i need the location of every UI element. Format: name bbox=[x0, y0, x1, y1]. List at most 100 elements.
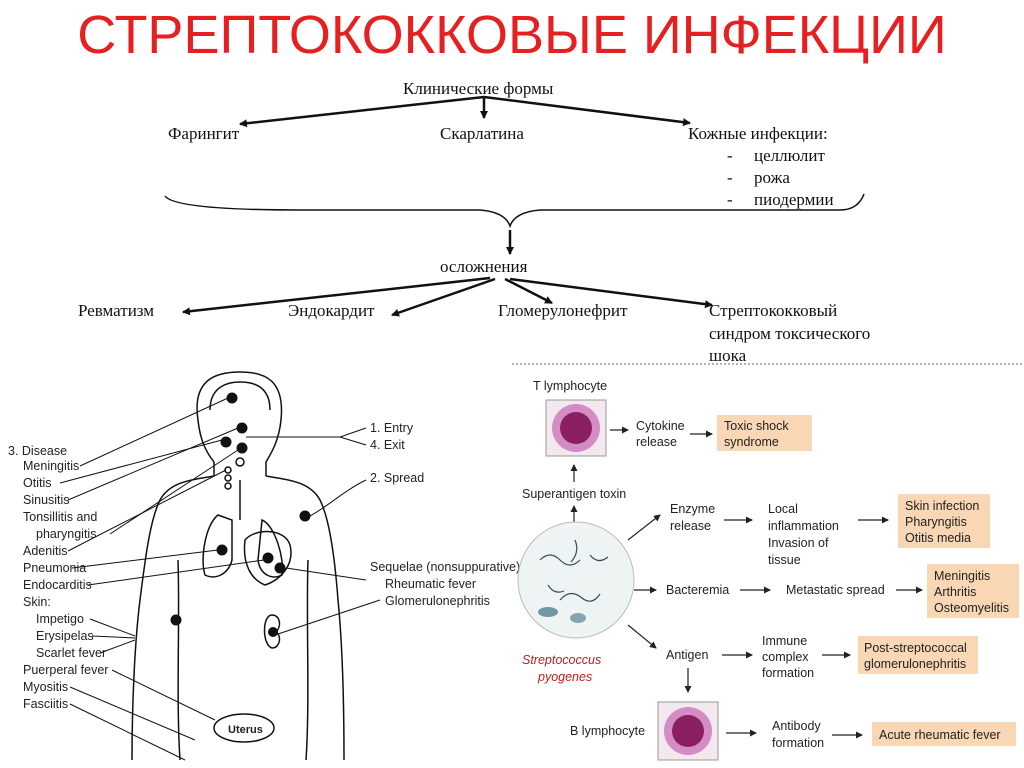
skin-out-2: Pharyngitis bbox=[905, 515, 967, 529]
local-line-4: tissue bbox=[768, 553, 801, 567]
disease-erysipelas: Erysipelas bbox=[36, 629, 94, 643]
arf-box bbox=[872, 722, 1016, 746]
immune-line-2: complex bbox=[762, 650, 809, 664]
organism-line-2: pyogenes bbox=[537, 670, 592, 684]
site-lung bbox=[216, 544, 228, 556]
body-figure bbox=[131, 371, 345, 761]
clinical-forms-label: Клинические формы bbox=[403, 79, 554, 98]
cytokine-line-2: release bbox=[636, 435, 677, 449]
t-cell-nucleus bbox=[560, 412, 592, 444]
disease-adenitis: Adenitis bbox=[23, 544, 67, 558]
toxic-shock-line-1: Toxic shock bbox=[724, 419, 789, 433]
leader-lines-left bbox=[59, 397, 265, 761]
arrow-to-stss bbox=[509, 277, 713, 309]
endocarditis-label: Эндокардит bbox=[288, 301, 375, 320]
tonsil-mark bbox=[235, 457, 245, 467]
superantigen-label: Superantigen toxin bbox=[522, 487, 626, 501]
rheumatic-fever-label: Rheumatic fever bbox=[385, 577, 476, 591]
local-line-1: Local bbox=[768, 502, 798, 516]
organism-line-1: Streptococcus bbox=[522, 653, 601, 667]
disease-header: 3. Disease bbox=[8, 444, 67, 458]
b-cell-nucleus bbox=[672, 715, 704, 747]
mening-out-2: Arthritis bbox=[934, 585, 976, 599]
glomerulonephritis-label: Гломерулонефрит bbox=[498, 301, 628, 320]
bacteria-chains bbox=[539, 539, 609, 602]
disease-tonsillitis: Tonsillitis and bbox=[23, 510, 97, 524]
immune-line-3: formation bbox=[762, 666, 814, 680]
site-heart bbox=[262, 552, 274, 564]
skin-item-erysipelas: рожа bbox=[754, 168, 790, 187]
sequelae-label: Sequelae (nonsuppurative) bbox=[370, 560, 520, 574]
toxic-shock-box bbox=[717, 415, 812, 451]
site-skin bbox=[170, 614, 182, 626]
toxic-shock-line-2: syndrome bbox=[724, 435, 779, 449]
page-title: СТРЕПТОКОККОВЫЕ ИНФЕКЦИИ bbox=[77, 5, 947, 65]
body-labels-right: 1. Entry 4. Exit 2. Spread Sequelae (non… bbox=[370, 421, 520, 608]
disease-fasciitis: Fasciitis bbox=[23, 697, 68, 711]
site-heart-2 bbox=[274, 562, 286, 574]
complications-label: осложнения bbox=[440, 257, 528, 276]
metastatic-label: Metastatic spread bbox=[786, 583, 885, 597]
arrow-to-pharyngitis bbox=[239, 95, 485, 128]
uterus-ellipse bbox=[213, 713, 275, 743]
pharyngitis-label: Фарингит bbox=[168, 124, 240, 143]
disease-impetigo: Impetigo bbox=[36, 612, 84, 626]
arf-label: Acute rheumatic fever bbox=[879, 728, 1001, 742]
disease-otitis: Otitis bbox=[23, 476, 51, 490]
lymph-node-2 bbox=[224, 474, 232, 482]
mening-out-3: Osteomyelitis bbox=[934, 601, 1009, 615]
spread-label: 2. Spread bbox=[370, 471, 424, 485]
glomerulonephritis-label-en: Glomerulonephritis bbox=[385, 594, 490, 608]
cytokine-line-1: Cytokine bbox=[636, 419, 685, 433]
left-torso bbox=[177, 559, 181, 761]
scarlet-label: Скарлатина bbox=[440, 124, 524, 143]
dash-3: - bbox=[727, 190, 733, 209]
kidney-outline bbox=[263, 614, 281, 649]
disease-labels: 3. Disease Meningitis Otitis Sinusitis T… bbox=[8, 444, 108, 711]
stss-line-1: Стрептококковый bbox=[709, 301, 837, 320]
disease-pharyngitis: pharyngitis bbox=[36, 527, 96, 541]
antigen-label: Antigen bbox=[666, 648, 708, 662]
site-spread bbox=[299, 510, 311, 522]
site-ear bbox=[220, 436, 232, 448]
left-arm-outer bbox=[131, 475, 215, 761]
skin-item-cellulitis: целлюлит bbox=[754, 146, 825, 165]
disease-myositis: Myositis bbox=[23, 680, 68, 694]
right-torso bbox=[305, 559, 309, 761]
clinical-scheme: Клинические формы Фарингит Скарлатина Ко… bbox=[78, 79, 870, 365]
enzyme-line-2: release bbox=[670, 519, 711, 533]
disease-skin: Skin: bbox=[23, 595, 51, 609]
skin-out-1: Skin infection bbox=[905, 499, 979, 513]
meningitis-box bbox=[927, 564, 1019, 618]
disease-pneumonia: Pneumonia bbox=[23, 561, 86, 575]
psgn-line-1: Post-streptococcal bbox=[864, 641, 967, 655]
site-nose bbox=[236, 422, 248, 434]
local-line-2: inflammation bbox=[768, 519, 839, 533]
psgn-line-2: glomerulonephritis bbox=[864, 657, 966, 671]
heart-outline bbox=[243, 530, 292, 586]
rheumatism-label: Ревматизм bbox=[78, 301, 154, 320]
skin-item-pyoderma: пиодермии bbox=[754, 190, 834, 209]
dash-1: - bbox=[727, 146, 733, 165]
antibody-line-1: Antibody bbox=[772, 719, 821, 733]
lymph-node-3 bbox=[224, 482, 232, 490]
dash-2: - bbox=[727, 168, 733, 187]
antibody-line-2: formation bbox=[772, 736, 824, 750]
pathogenesis-panel: T lymphocyte Cytokine release Toxic shoc… bbox=[517, 379, 1019, 761]
skin-infections-label: Кожные инфекции: bbox=[688, 124, 828, 143]
site-brain bbox=[226, 392, 238, 404]
local-line-3: Invasion of bbox=[768, 536, 829, 550]
arrow-to-rheumatism bbox=[182, 276, 491, 316]
arrow-to-glomerulonephritis bbox=[504, 277, 553, 305]
t-lymphocyte-label: T lymphocyte bbox=[533, 379, 607, 393]
right-arm-outer bbox=[265, 475, 345, 761]
exit-label: 4. Exit bbox=[370, 438, 405, 452]
disease-sinusitis: Sinusitis bbox=[23, 493, 70, 507]
immune-line-1: Immune bbox=[762, 634, 807, 648]
disease-puerperal: Puerperal fever bbox=[23, 663, 108, 677]
stss-line-2: синдром токсического bbox=[709, 324, 870, 343]
disease-scarlet-fever: Scarlet fever bbox=[36, 646, 106, 660]
disease-meningitis: Meningitis bbox=[23, 459, 79, 473]
bacteremia-label: Bacteremia bbox=[666, 583, 729, 597]
